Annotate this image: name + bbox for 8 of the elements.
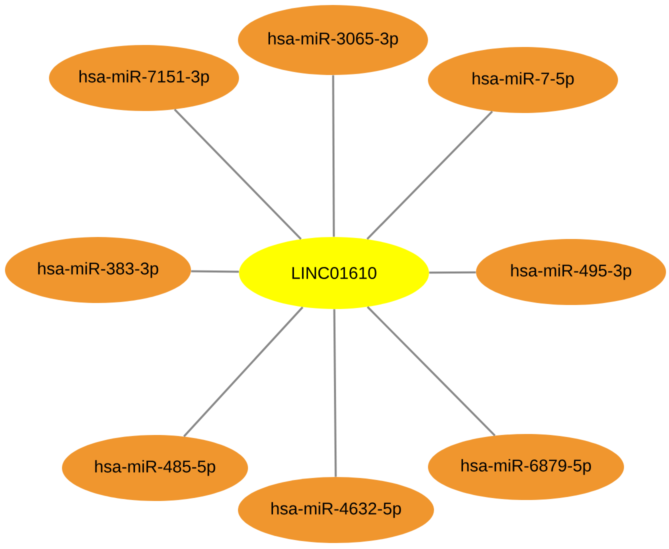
connector-line bbox=[366, 306, 496, 436]
connector-line bbox=[429, 271, 476, 274]
connector-line bbox=[174, 108, 302, 240]
connector-line bbox=[332, 75, 335, 237]
connector-line bbox=[183, 306, 304, 438]
connector-line bbox=[191, 270, 239, 273]
connector-line bbox=[366, 110, 493, 240]
connector-line bbox=[333, 309, 337, 477]
